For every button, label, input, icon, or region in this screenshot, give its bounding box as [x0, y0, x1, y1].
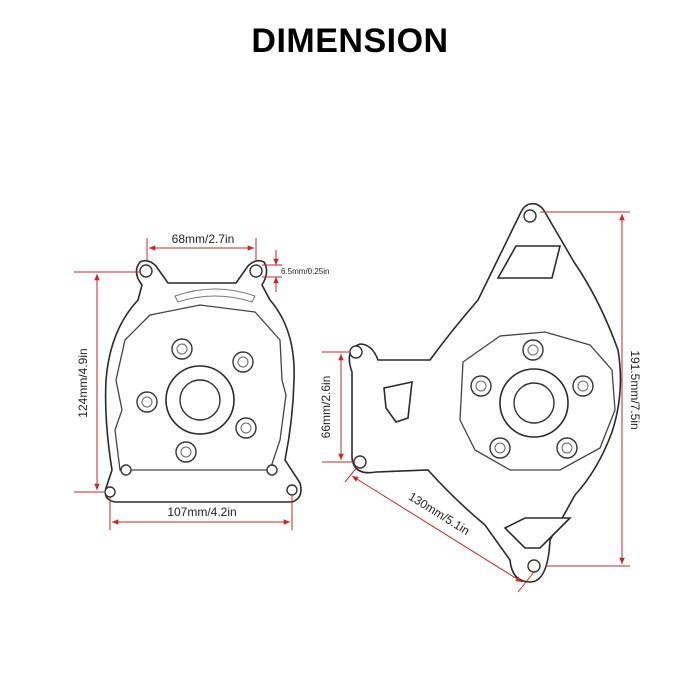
left-engine-cover — [104, 259, 302, 503]
page-title: DIMENSION — [251, 22, 449, 60]
left-top-width-label: 68mm/2.7in — [172, 232, 235, 246]
right-bolt-holes — [470, 339, 594, 459]
left-bottom-width-label: 107mm/4.2in — [167, 505, 236, 519]
right-dimension-lines — [322, 211, 630, 593]
right-left-height-label: 66mm/2.6in — [319, 376, 333, 439]
right-stator-cover — [348, 202, 622, 583]
left-dimension-lines — [74, 238, 293, 530]
left-bolt-holes — [136, 338, 257, 463]
left-hole-diameter-label: 6.5mm/0.25in — [281, 267, 329, 276]
right-height-label: 191.5mm/7.5in — [628, 350, 642, 429]
left-height-label: 124mm/4.9in — [76, 348, 90, 417]
